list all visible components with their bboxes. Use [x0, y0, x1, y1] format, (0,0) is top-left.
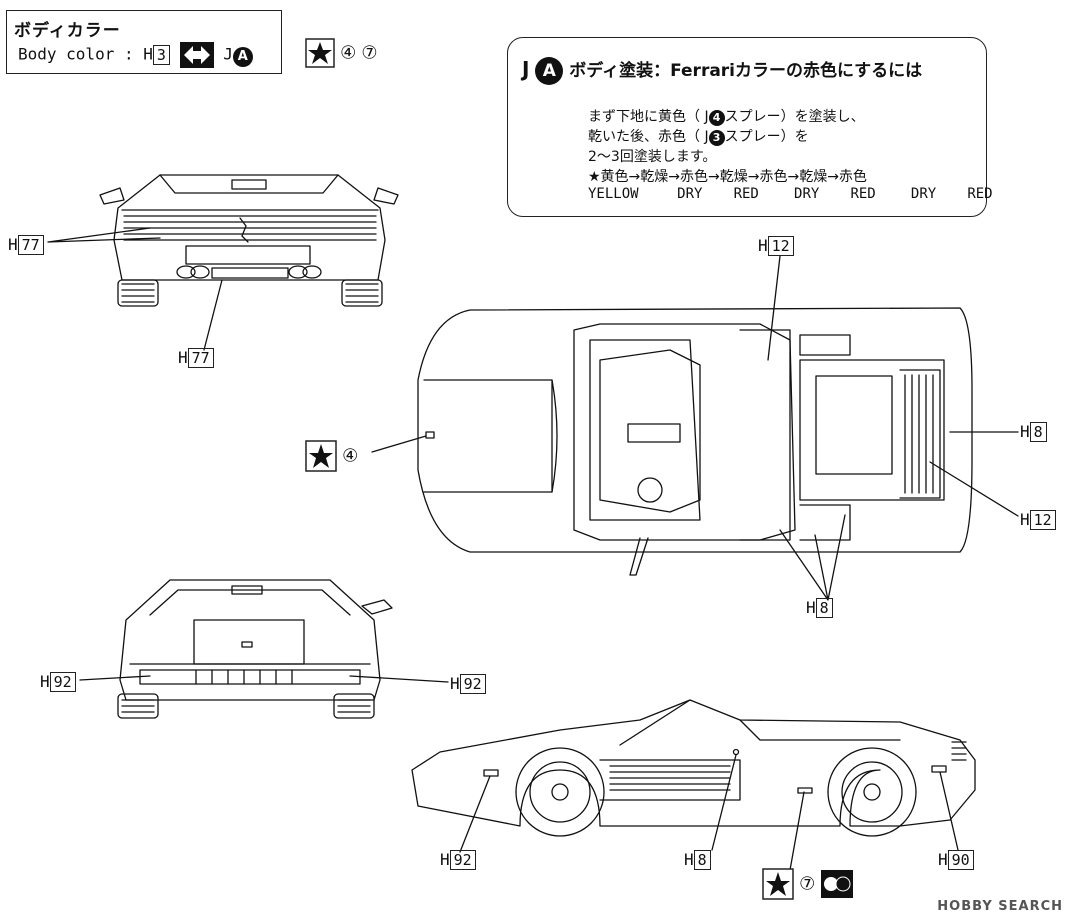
instr-line-3: 2〜3回塗装します。	[588, 149, 717, 165]
leader-line	[349, 675, 449, 683]
star-num-7: ⑦	[361, 42, 378, 64]
callout-number: 92	[49, 672, 76, 692]
front-view-drawing	[99, 174, 399, 307]
star-num-4: ④	[340, 42, 357, 64]
callout-h: H	[758, 236, 768, 255]
leader-line	[371, 435, 427, 453]
callout-number: 92	[449, 850, 476, 870]
paint-a-circle: A	[232, 46, 253, 67]
callout-number: 90	[947, 850, 974, 870]
instr-circle-4: 4	[708, 110, 725, 126]
star-decal-legend: ④ ⑦	[305, 38, 377, 68]
callout-number: 12	[1029, 510, 1056, 530]
callout-h: H	[40, 672, 50, 691]
instructions-title-row: J A ボディ塗装：Ferrariカラーの赤色にするには	[522, 56, 922, 85]
leader-line	[47, 227, 161, 243]
leader-line	[203, 279, 223, 351]
body-color-legend	[6, 10, 282, 74]
callout-side-star: ⑦	[762, 868, 854, 900]
watermark-text: HOBBY SEARCH	[937, 899, 1063, 914]
callout-h: H	[8, 235, 18, 254]
callout-number: 8	[1029, 422, 1047, 442]
h-prefix: H	[143, 44, 153, 64]
instr-line2-b: スプレー）を	[724, 129, 809, 145]
legend-title: ボディカラー	[14, 21, 121, 41]
callout-h: H	[440, 850, 450, 869]
instr-col: RED	[733, 186, 759, 202]
leader-line	[939, 771, 959, 851]
instr-col: RED	[967, 186, 993, 202]
leader-line	[789, 791, 805, 871]
instr-col: RED	[850, 186, 876, 202]
instr-col: DRY	[677, 186, 703, 202]
instr-col: YELLOW	[588, 186, 639, 202]
callout-h: H	[806, 598, 816, 617]
callout-h: H	[684, 850, 694, 869]
instr-col: DRY	[910, 186, 937, 202]
instr-sequence: ★黄色→乾燥→赤色→乾燥→赤色→乾燥→赤色	[588, 169, 867, 185]
callout-number: 8	[693, 850, 711, 870]
star-num: ④	[342, 445, 359, 467]
instr-a-circle: A	[535, 57, 564, 85]
callout-number: 92	[459, 674, 486, 694]
leader-line	[711, 754, 737, 851]
instr-col: DRY	[794, 186, 820, 202]
instr-line2-a: 乾いた後、赤色（ J	[588, 129, 709, 145]
callout-h: H	[178, 348, 188, 367]
leader-line	[459, 775, 491, 853]
rear-view-drawing	[117, 579, 393, 719]
callout-top-star: ④	[305, 440, 358, 472]
instructions-title: ボディ塗装：Ferrariカラーの赤色にするには	[569, 61, 923, 81]
instr-circle-3: 3	[708, 130, 725, 146]
star-box-icon	[762, 868, 794, 900]
callout-h: H	[450, 674, 460, 693]
star-num: ⑦	[799, 873, 816, 895]
instr-columns: YELLOW DRY RED DRY RED DRY RED	[588, 186, 993, 202]
instr-j-prefix: J	[522, 57, 530, 81]
j-prefix: J	[223, 44, 233, 64]
star-box-icon	[305, 440, 337, 472]
callout-h: H	[1020, 510, 1030, 529]
leader-line	[79, 675, 151, 681]
callout-number: 77	[187, 348, 214, 368]
callout-number: 8	[815, 598, 833, 618]
leader-line	[929, 461, 1019, 517]
mix-arrows-icon	[179, 42, 214, 68]
body-color-label: Body color :	[18, 44, 134, 64]
instr-line1-a: まず下地に黄色（ J	[588, 109, 709, 125]
black-white-dots-icon	[821, 870, 854, 898]
leader-line	[767, 255, 781, 361]
side-view-drawing	[411, 699, 976, 837]
color-number-box: 3	[152, 44, 170, 65]
top-view-drawing	[417, 307, 973, 576]
leader-line	[779, 514, 846, 601]
paint-instructions-box	[507, 37, 987, 217]
callout-number: 77	[17, 235, 44, 255]
instr-line1-b: スプレー）を塗装し、	[724, 109, 865, 125]
star-box-icon	[305, 38, 335, 68]
callout-number: 12	[767, 236, 794, 256]
callout-h: H	[1020, 422, 1030, 441]
callout-h: H	[938, 850, 948, 869]
